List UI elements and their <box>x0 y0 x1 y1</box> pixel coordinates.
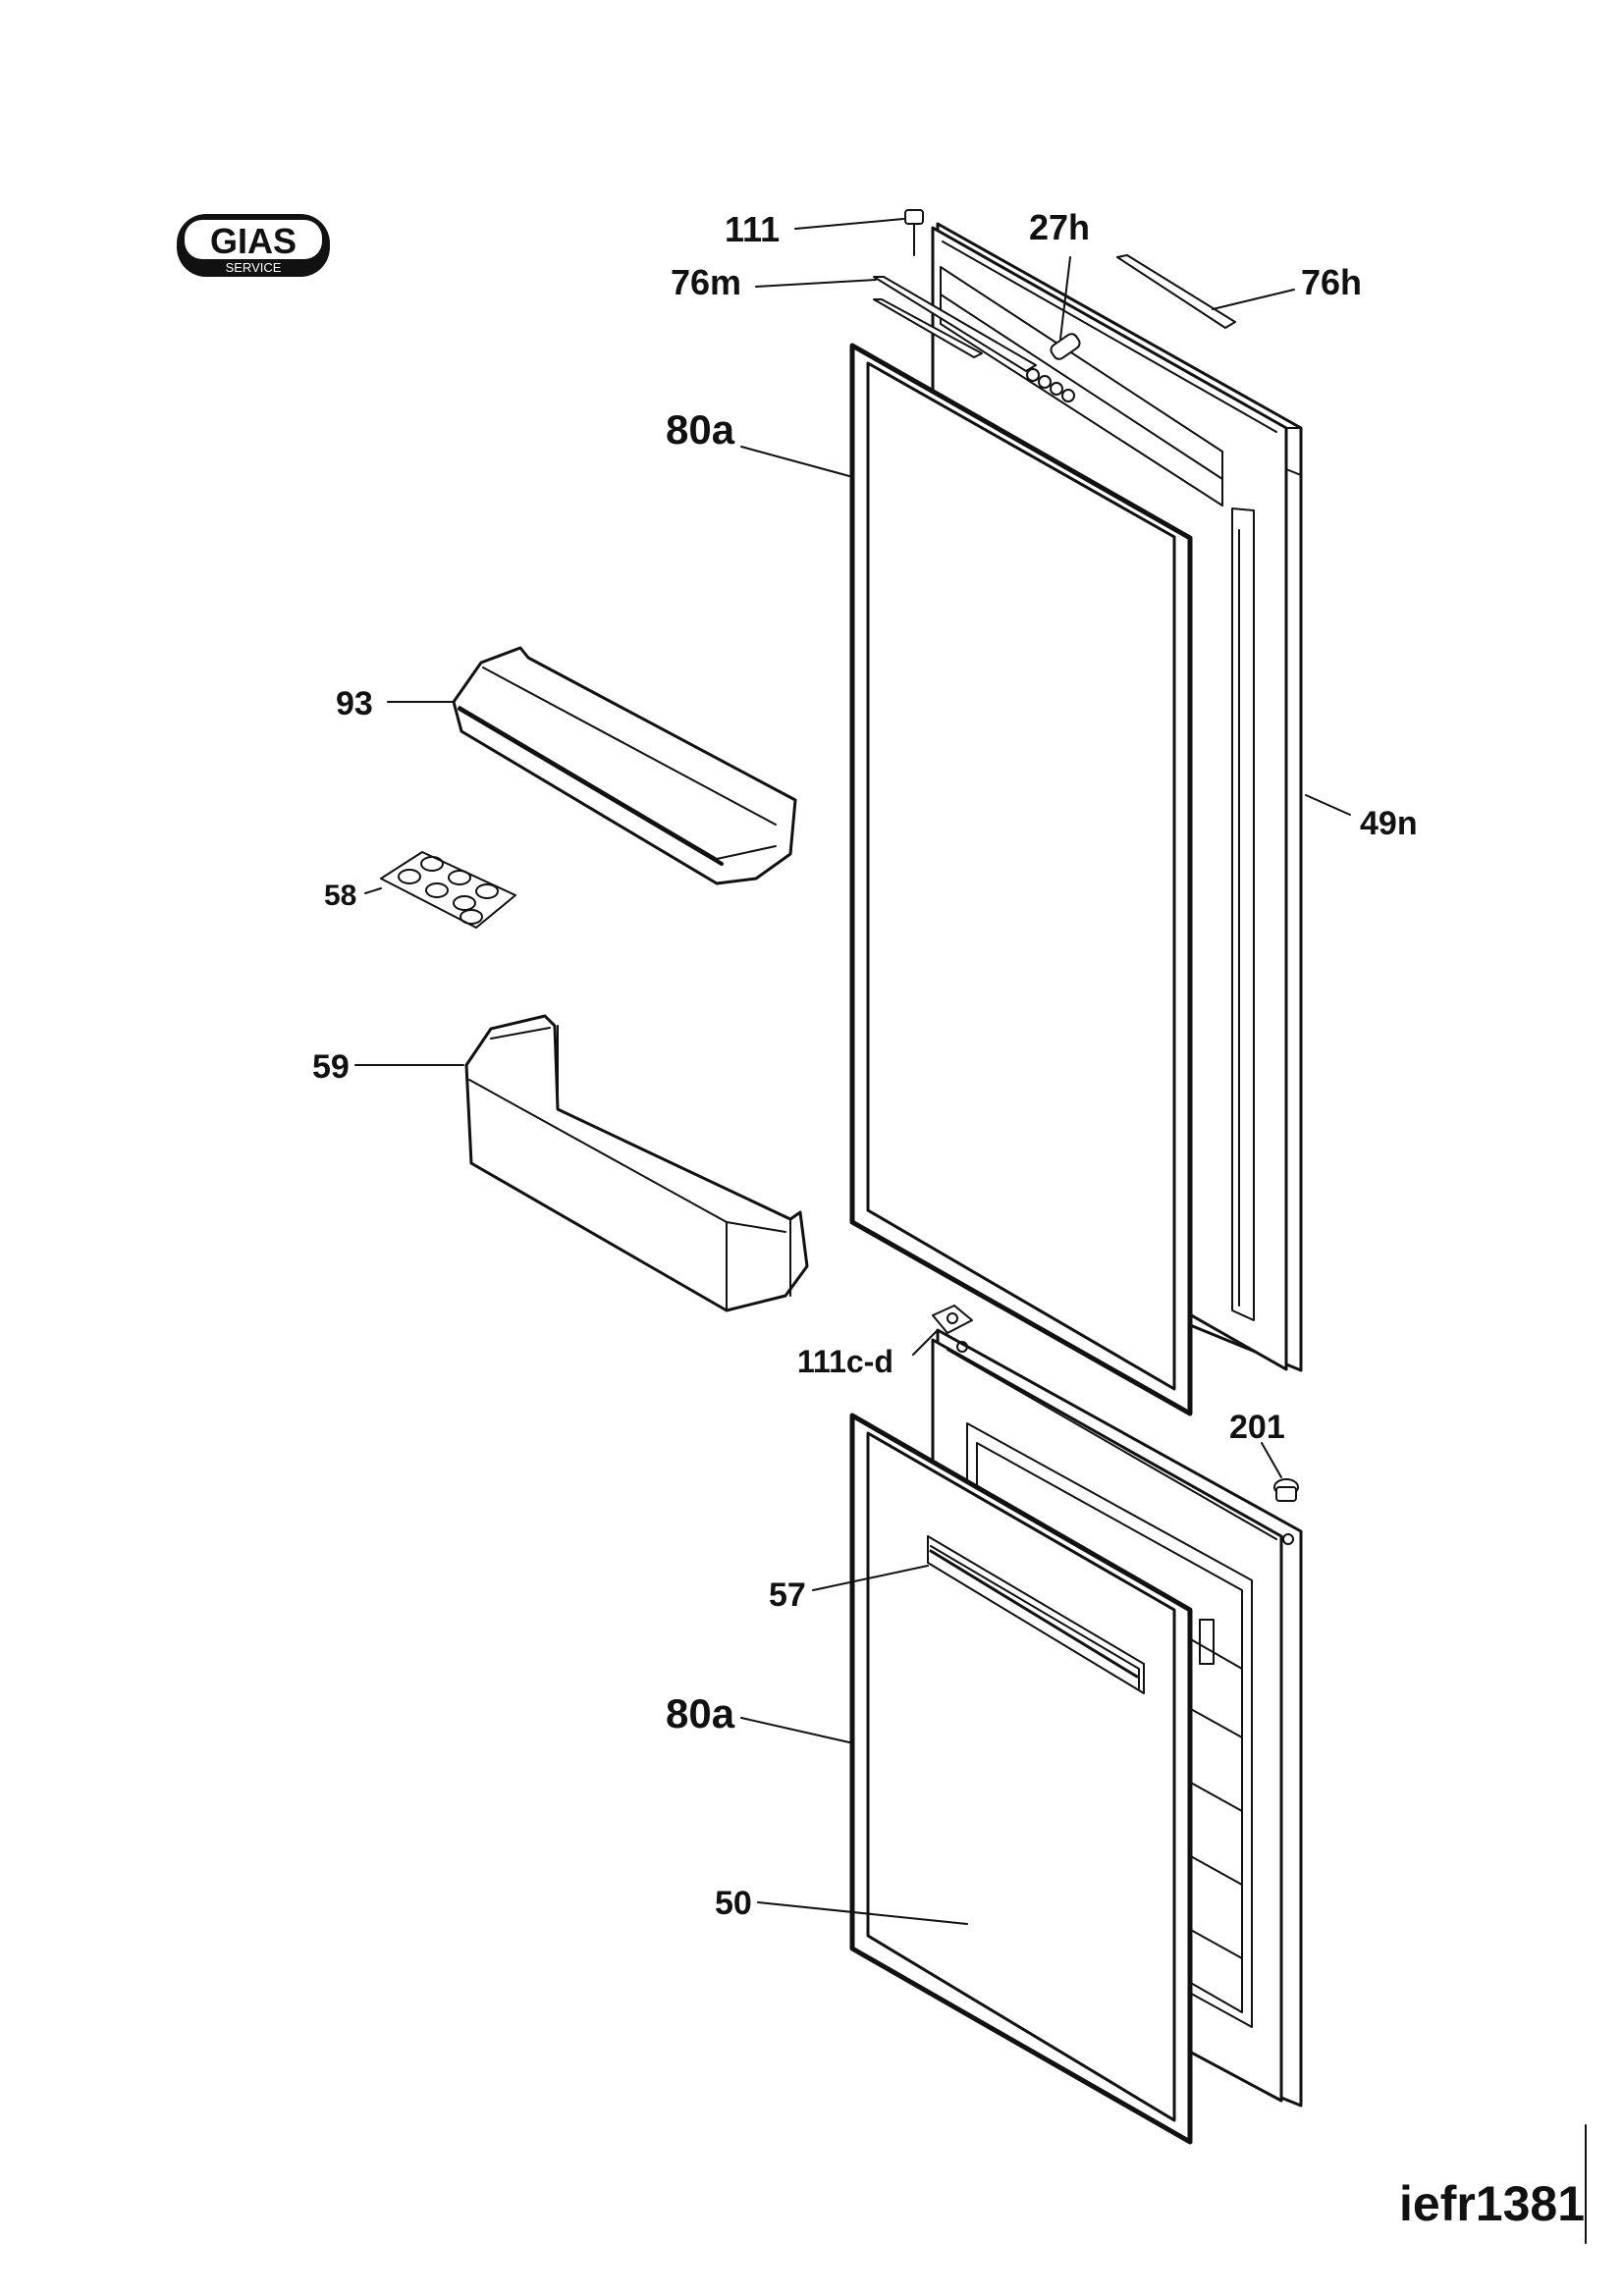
trim-strip-76h <box>1116 254 1236 329</box>
gias-service-logo: GIAS SERVICE <box>177 214 330 277</box>
upper-door-gasket <box>849 343 1193 1416</box>
cap-201 <box>1273 1478 1299 1502</box>
callout-58: 58 <box>324 880 356 912</box>
callout-57: 57 <box>769 1576 806 1614</box>
callout-labels: 111 27h 76h 76m 80a 93 49n 58 59 111c-d … <box>312 207 1418 1922</box>
callout-80a-top: 80a <box>666 406 735 453</box>
callout-80a-bottom: 80a <box>666 1690 735 1736</box>
callout-111: 111 <box>725 209 780 249</box>
callout-50: 50 <box>715 1885 752 1922</box>
hinge-pin-27h <box>1050 333 1081 360</box>
egg-tray-58 <box>380 851 516 929</box>
callout-93: 93 <box>336 685 373 722</box>
callout-201: 201 <box>1229 1409 1285 1446</box>
drawing-code: iefr1381 <box>1399 2176 1585 2231</box>
screw-111 <box>904 209 924 256</box>
logo-brand-text: GIAS <box>210 221 297 261</box>
callout-59: 59 <box>312 1048 350 1086</box>
hinge-111c-d <box>932 1305 973 1334</box>
door-shelf-93 <box>452 646 797 885</box>
flap-57 <box>927 1535 1145 1694</box>
callout-111c-d: 111c-d <box>797 1344 893 1379</box>
logo-tagline-text: SERVICE <box>226 260 282 275</box>
callout-27h: 27h <box>1029 207 1090 247</box>
callout-76m: 76m <box>671 262 741 302</box>
trim-strip-76m <box>873 276 1037 372</box>
callout-76h: 76h <box>1301 262 1362 302</box>
callout-49n: 49n <box>1360 805 1418 842</box>
lower-door-gasket <box>849 1413 1193 2145</box>
leader-lines <box>354 218 1351 1925</box>
door-bin-59 <box>464 1014 809 1312</box>
